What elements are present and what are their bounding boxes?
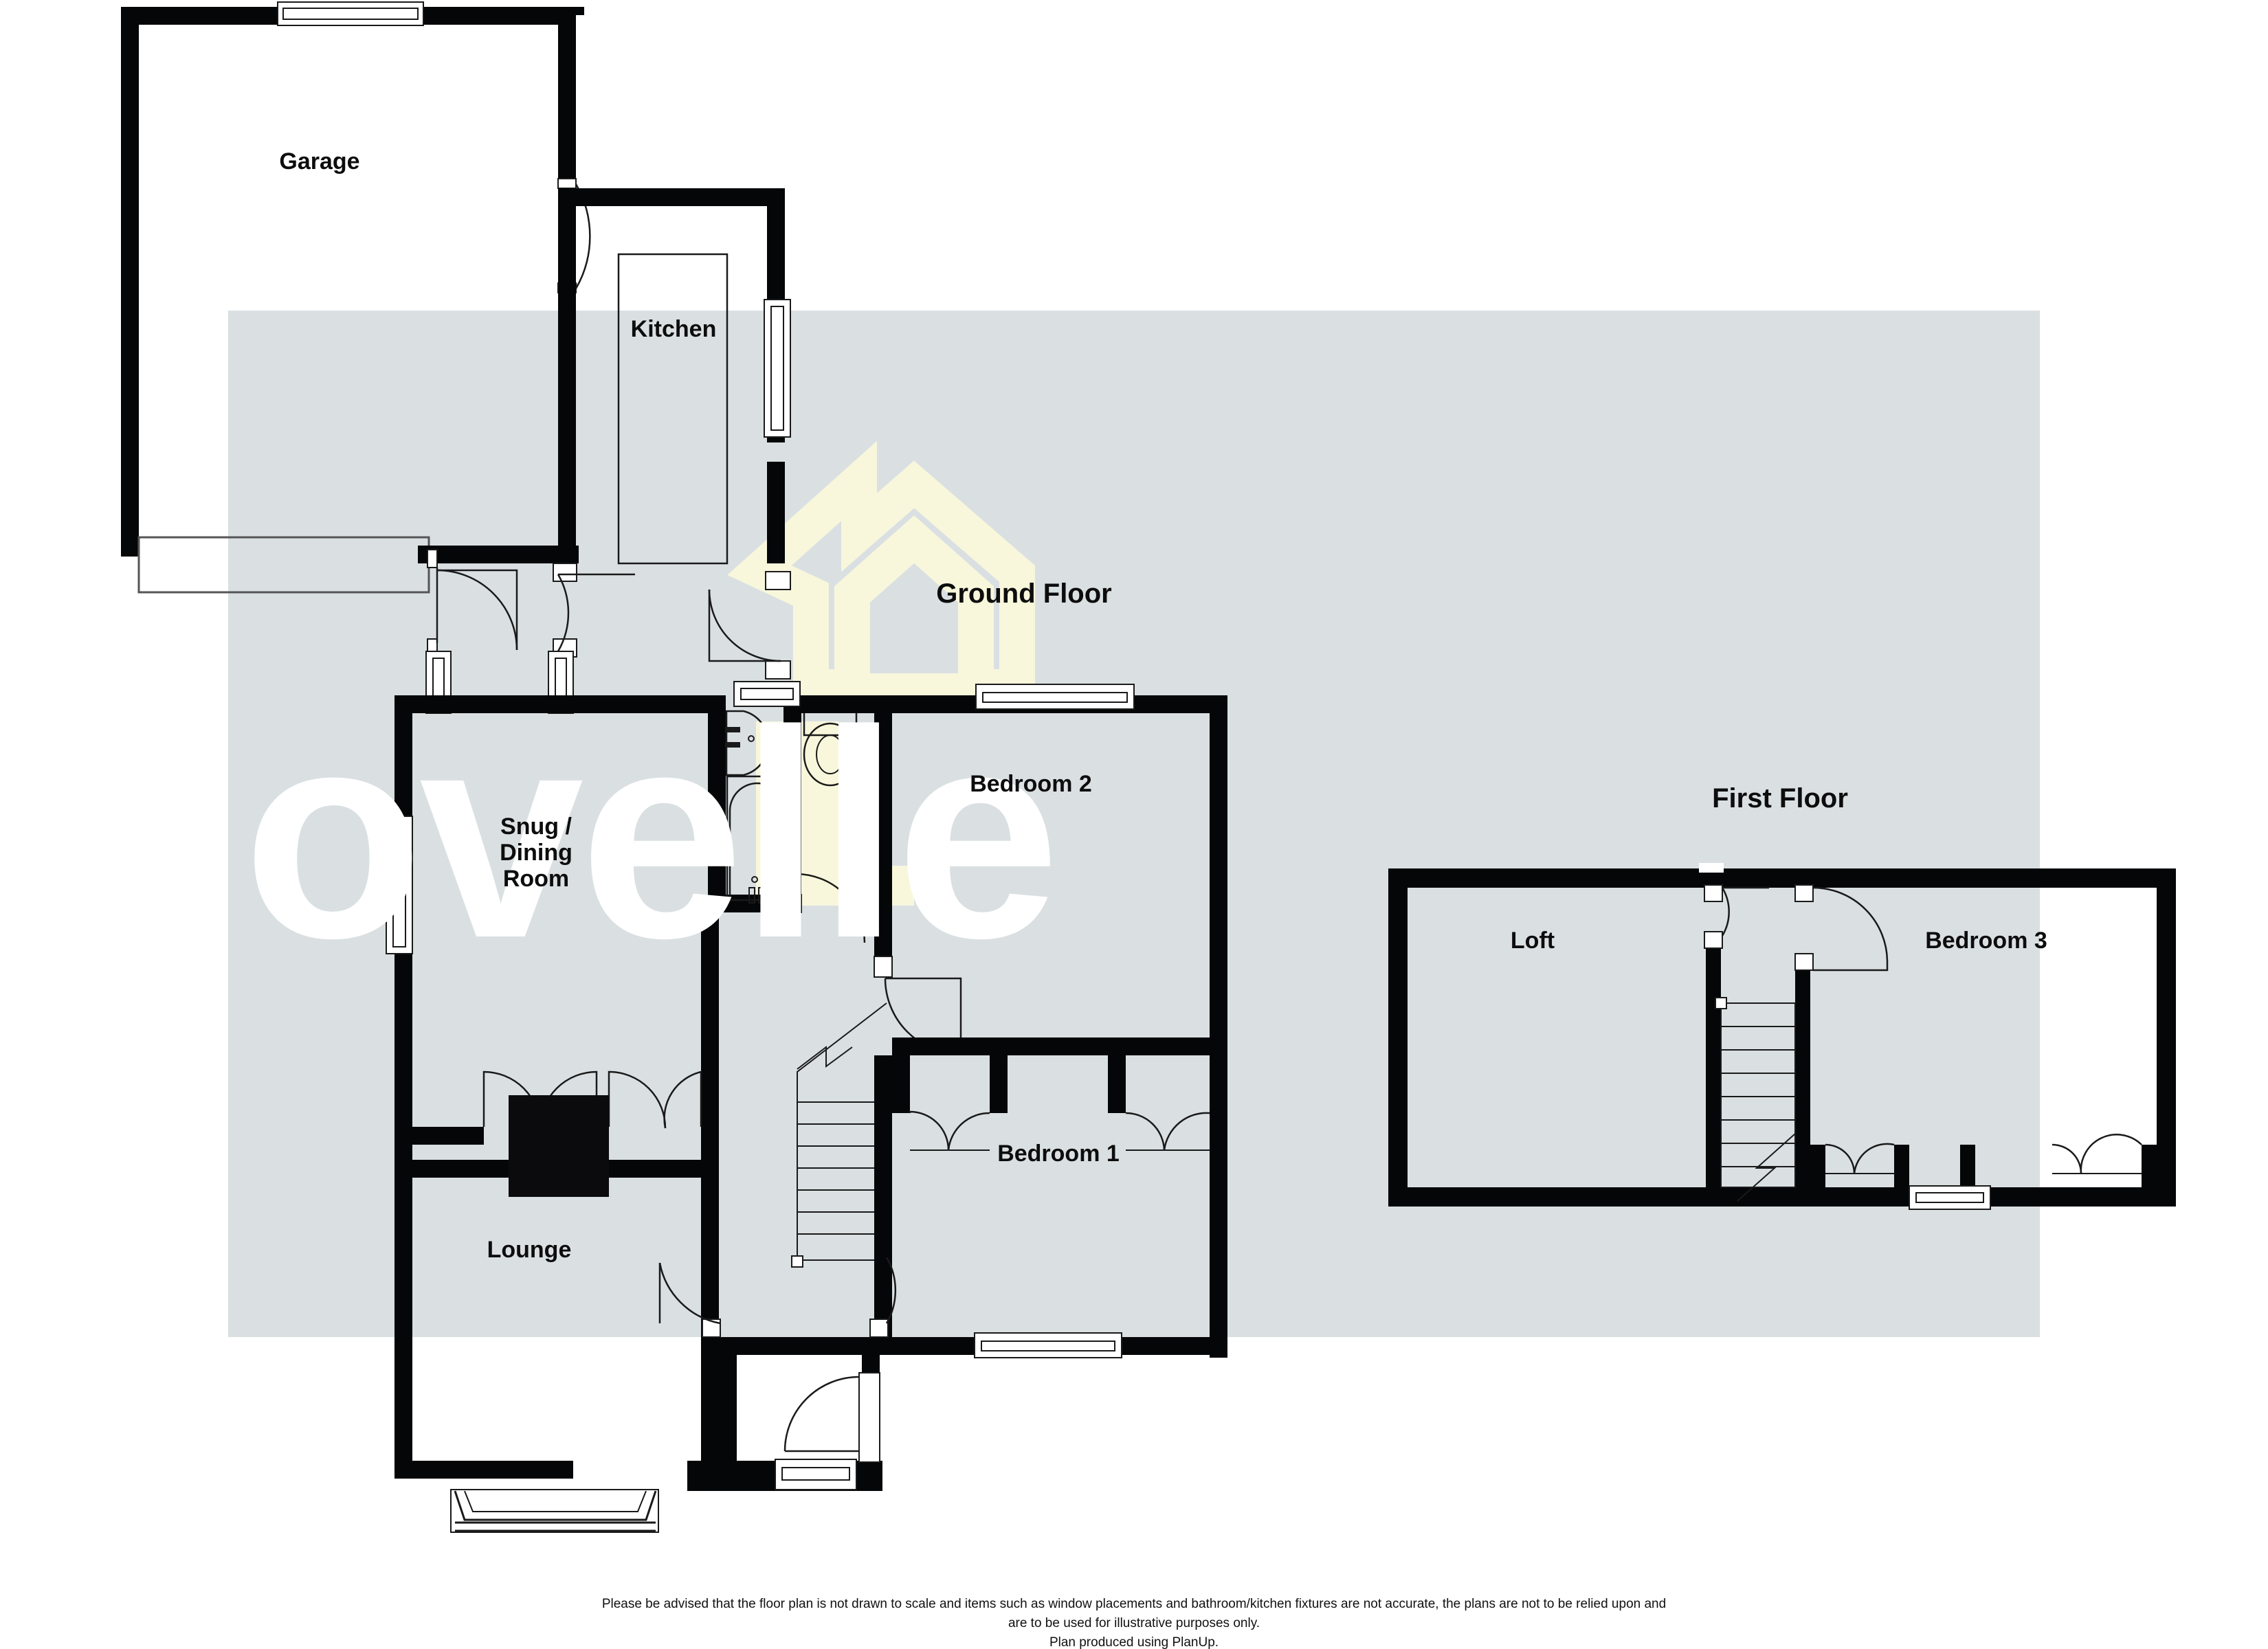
window-kitchen-right: [764, 299, 791, 438]
window-bathroom-top: [733, 681, 801, 707]
window-bedroom3-bottom: [1909, 1185, 1991, 1210]
fixture-bath: [726, 775, 789, 904]
door-bathroom: [781, 873, 866, 943]
main-house-shell: [386, 681, 1227, 1533]
room-label-loft: Loft: [1510, 928, 1555, 954]
room-label-bedroom3: Bedroom 3: [1925, 928, 2047, 954]
window-loft-top: [1699, 863, 1724, 873]
room-label-bedroom2: Bedroom 2: [970, 771, 1092, 797]
door-lounge-hall: [658, 1262, 721, 1338]
door-bedroom2: [874, 956, 962, 1055]
hall-doors-group: [425, 549, 791, 714]
room-label-bedroom1: Bedroom 1: [997, 1141, 1120, 1167]
door-bedroom3: [1794, 884, 1889, 972]
disclaimer-line-1: Please be advised that the floor plan is…: [601, 1597, 1667, 1611]
room-label-garage: Garage: [279, 148, 360, 175]
window-garage-top: [277, 1, 424, 26]
disclaimer-line-2: are to be used for illustrative purposes…: [1008, 1616, 1260, 1630]
window-bedroom2-top: [975, 684, 1135, 710]
stairs-first: [1715, 997, 1796, 1202]
fireplace-chimney: [509, 1095, 609, 1197]
kitchen-structure: [418, 188, 791, 565]
floor-title-ground: Ground Floor: [936, 579, 1112, 609]
room-label-snug-dining: Snug / Dining Room: [500, 814, 572, 893]
room-label-kitchen: Kitchen: [630, 316, 717, 342]
disclaimer-line-3: Plan produced using PlanUp.: [1049, 1635, 1219, 1649]
window-porch-bottom: [775, 1459, 857, 1490]
fixture-basin: [725, 710, 770, 776]
door-snug-right-double: [608, 1070, 702, 1129]
floor-title-first: First Floor: [1712, 783, 1848, 814]
door-front-entry: [783, 1372, 880, 1463]
room-label-lounge: Lounge: [487, 1237, 572, 1263]
door-hall-stairs: [869, 1257, 897, 1338]
door-hall-right: [708, 571, 791, 680]
bay-window-lounge: [450, 1489, 659, 1533]
wardrobe-bedroom1-right: [1125, 1112, 1210, 1151]
wardrobe-bedroom1-left: [909, 1110, 990, 1151]
stairs-ground: [791, 1002, 887, 1268]
window-bedroom1-bottom: [974, 1332, 1122, 1358]
kitchen-worktop: [617, 253, 729, 565]
fixture-wc: [803, 706, 858, 787]
first-floor-structure: [1388, 863, 2176, 1210]
garage-structure: [121, 1, 591, 594]
door-loft: [1704, 884, 1769, 949]
window-snug-left: [386, 816, 413, 954]
wardrobe-bedroom3-left: [1825, 1143, 1895, 1174]
wardrobe-bedroom3-right: [2052, 1134, 2142, 1174]
lovelle-watermark-text: lovelle: [165, 670, 1060, 1000]
